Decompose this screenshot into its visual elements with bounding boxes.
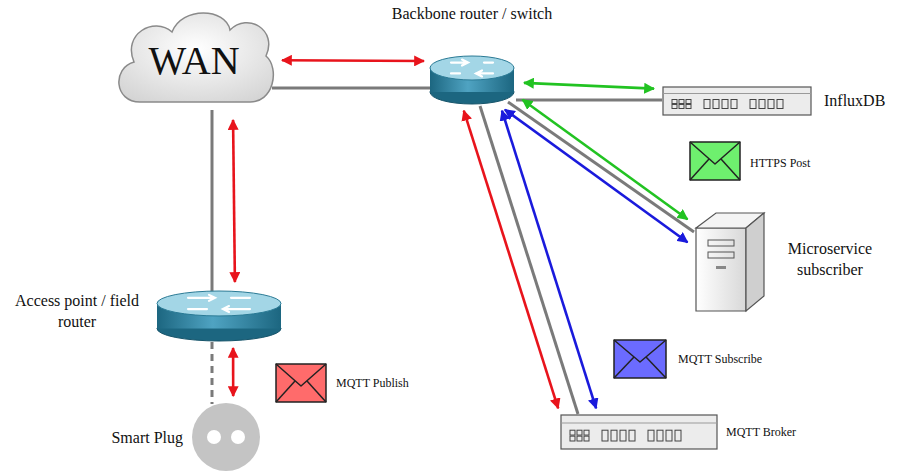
message-arrow (233, 120, 235, 282)
cable-lines (212, 88, 694, 414)
message-arrow (505, 110, 688, 243)
message-arrow (502, 111, 596, 409)
message-label: MQTT Publish (336, 376, 409, 391)
message-arrow (522, 100, 687, 220)
node-label: Backbone router / switch (387, 3, 557, 24)
message-arrow (464, 111, 558, 409)
message-label: HTTPS Post (750, 156, 810, 171)
message-arrow (524, 83, 654, 89)
rack-node: InfluxDB (662, 86, 812, 116)
message-arrow (232, 348, 235, 396)
router-icon (155, 290, 283, 342)
node-label: InfluxDB (824, 90, 914, 111)
message-arrow (282, 59, 424, 62)
node-label: Microservice subscriber (776, 238, 884, 280)
node-label: Smart Plug (15, 427, 183, 448)
router-node: Access point / field router (155, 290, 283, 342)
tower-icon (694, 212, 766, 312)
router-icon (428, 55, 516, 105)
node-label: Access point / field router (3, 290, 151, 332)
message-envelopes (276, 142, 740, 402)
node-label: MQTT Broker (726, 425, 826, 440)
rack-node: MQTT Broker (560, 414, 718, 450)
rack-icon (662, 86, 812, 116)
tower-node: Microservice subscriber (694, 212, 766, 312)
plug-node: Smart Plug (190, 402, 262, 472)
message-label: MQTT Subscribe (678, 352, 762, 367)
plug-icon (190, 402, 262, 472)
cloud-node: WAN (110, 4, 278, 112)
node-label: WAN (110, 4, 278, 112)
router-node: Backbone router / switch (428, 55, 516, 105)
rack-icon (560, 414, 718, 450)
